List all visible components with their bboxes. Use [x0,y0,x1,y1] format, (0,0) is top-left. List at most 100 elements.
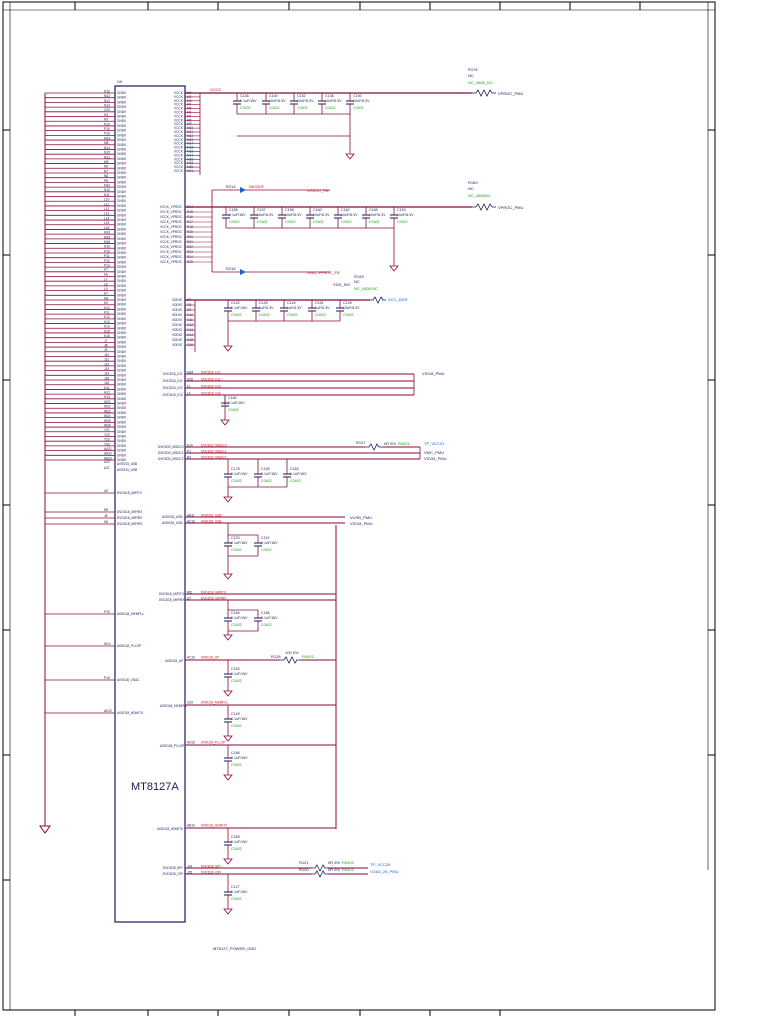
extra-pin-number: AD12 [104,709,112,713]
r127-value: 0R 5% [384,441,396,446]
gnd-pin-name: GNDK [117,162,127,166]
vcck-caps: C1360.1uF/16VC0402C14010uF/6.3VC0402C152… [233,93,370,160]
cap-pkg: C0402 [287,313,298,317]
cap-pkg: C0402 [228,408,239,412]
vproc-caps: C1550.1uF/16VC0402C15710uF/6.3VC0402C158… [222,207,414,272]
cap-value: 1uF/6.3V [315,306,330,310]
gnd-pin-name: GNDK [117,138,127,142]
pllgp-gnd [223,774,233,781]
cap-value: 0.1uF/16V [290,472,307,476]
cap-value: 0.1uF/16V [240,99,257,103]
msdc-pin-number: P1 [187,450,191,454]
vcck-block: VCCKM1VCCKM2VCCKM3VCCKM4VCCKM5VCCKM6VCCK… [174,67,523,175]
gnd-pin-name: GNDK [117,369,127,373]
cap-ref: C150 [353,94,362,98]
cap-ref: C139 [343,301,352,305]
gnd-pin-number: N10 [104,188,110,192]
gnd-pin-name: GNDK [117,434,127,438]
io-net: DVDD18_IO1 [201,371,221,375]
gnd-pin-number: J8 [104,343,108,347]
gnd-pin-number: N9 [104,165,108,169]
extra-pin-number: A20 [104,460,110,464]
gnd-pin-name: GNDK [117,359,127,363]
extra-pin-name: AVDD18_HDMITX [117,711,144,715]
r120-pkg: R0402 [342,867,355,872]
msdc-pin-number: R4 [187,456,191,460]
gnd-pin-number: H11 [104,386,110,390]
extra-pin-number: K8 [104,520,108,524]
gnd-pin-number: AA22 [104,452,112,456]
gnd-pin-name: GNDK [117,275,127,279]
gnd-pin-number: J14 [104,372,109,376]
extra-pin-name: AVDD18_MEMPLL [117,612,144,616]
gnd-pin-name: GNDK [117,124,127,128]
gnd-pin-name: GNDK [117,430,127,434]
msdc-pin-name: DVDD33_MSDC1 [158,451,184,455]
gnd-pin-number: J15 [104,376,109,380]
resistor-r128: R128 100 5% R0402 [271,650,315,664]
vproc-pin-name: VCCK_VPROC [160,225,183,229]
resistor-r127: R127 0R 5% R0402 TP_VCCIO [356,440,444,451]
vproc-pin-name: VCCK_VPROC [160,255,183,259]
gnd-pin-name: GNDK [117,453,127,457]
cap-pkg: C0402 [240,106,251,110]
vproc-gnd-fb-label: GND_VPROC_FB [307,270,340,275]
gnd-pin-number: K14 [104,325,110,329]
vcck-pin-name: VCCK [174,169,184,173]
cap-ref: C138 [325,94,334,98]
cap-value: 10uF/6.3V [343,306,360,310]
extra-pin-number: A21 [104,466,110,470]
resistor-r193: R193 NC NC_0805 NC VCC_DDR [354,274,407,304]
gnd-pin-number: K8 [104,296,108,300]
msdc-pin-name: DVDD33_MSDC2 [158,457,184,461]
cap-pkg: C0402 [231,313,242,317]
tp-vccio-label: TP_VCCIO [424,441,444,446]
cap-ref: C155 [229,208,238,212]
extra-pin-name: DVDD18_MIPIRX [117,510,143,514]
vproc-gnd [389,265,399,272]
gnd-pin-number: AA21 [104,447,112,451]
cap-value: 10uF/6.3V [397,213,414,217]
bpi-gnd [223,908,233,915]
extra-pin-name: DVDD18_MIPITX [117,491,143,495]
gnd-pin-number: N16 [104,245,110,249]
hdmitx-pin-number: AB14 [187,824,195,828]
hdmitx-gnd [223,858,233,865]
pllgp-pin-number: AD16 [187,741,195,745]
cap-pkg: C0402 [397,220,408,224]
vio18-pmu-label-1: VIO18_PMU [422,371,445,376]
r193-value: NC [354,279,360,284]
cap-value: 10uF/6.3V [341,213,358,217]
gnd-pin-number: P12 [104,259,110,263]
gnd-pin-name: GNDK [117,232,127,236]
cap-pkg: C0402 [231,479,242,483]
vcck-pin-name: VCCK [174,107,184,111]
gnd-rail-left [39,93,51,834]
gnd-pin-name: GNDK [117,246,127,250]
gnd-pin-name: GNDK [117,166,127,170]
cap-value: 0.1uF/16V [229,213,246,217]
cap-value: 0.1uF/16V [231,672,248,676]
gnd-pin-name: GNDK [117,176,127,180]
mipi-net: DVDD18_MIPITX [201,591,227,595]
vcck-pin-name: VCCK [174,91,184,95]
gnd-pin-name: GNDK [117,336,127,340]
gnd-pin-number: M16 [104,240,110,244]
io-gnd [220,419,230,426]
gnd-pin-number: M15 [104,235,110,239]
gnd-pin-number: N14 [104,146,110,150]
cap-pkg: C0402 [231,679,242,683]
gnd-pin-name: GNDK [117,195,127,199]
bpi-pin-name: DVDD28_OPI [163,872,183,876]
vio33-pmu-label: VIO33_PMU [424,456,447,461]
extra-pin-number: R8 [104,508,108,512]
